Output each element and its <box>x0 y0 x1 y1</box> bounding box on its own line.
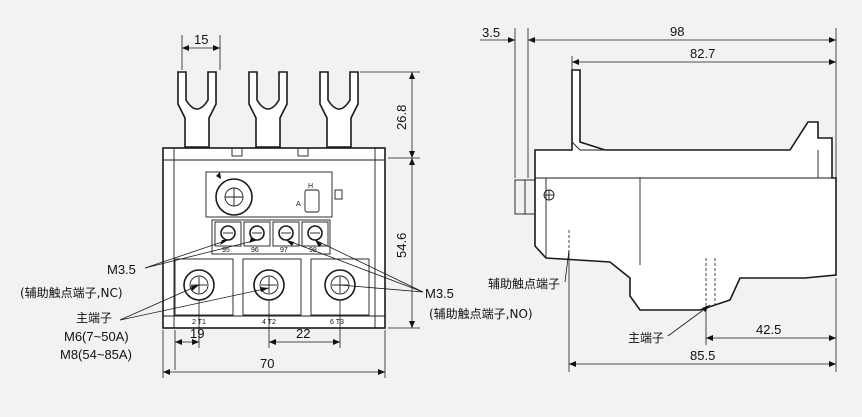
dim-terminal-height: 26.8 <box>394 105 409 130</box>
callout-m6: M6(7~50A) <box>64 329 129 344</box>
fork-terminal-2 <box>248 71 288 148</box>
callout-m8: M8(54~85A) <box>60 347 132 362</box>
relay-housing-front <box>162 147 386 329</box>
aux-label-96: 96 <box>251 247 259 254</box>
dim-total-depth: 98 <box>670 24 684 39</box>
aux-label-95: 95 <box>222 247 230 254</box>
callout-m35-no-line1: M3.5 <box>425 286 454 301</box>
reset-button <box>304 189 320 213</box>
front-view: H A 95 96 97 98 <box>20 32 533 378</box>
fork-terminal-3 <box>319 71 359 148</box>
callout-aux-terminal-side: 辅助触点端子 <box>488 277 560 291</box>
terminal-label-t3: 6 T3 <box>330 319 344 326</box>
knob-label-h: H <box>308 183 313 190</box>
side-view: 3.5 98 82.7 42.5 85.5 辅助触点端子 主端子 <box>480 24 837 372</box>
dim-total-width: 70 <box>260 356 274 371</box>
dim-bottom-depth: 85.5 <box>690 348 715 363</box>
callout-main-terminal-front: 主端子 <box>76 311 112 325</box>
knob-label-a: A <box>296 201 301 208</box>
relay-housing-side <box>534 69 837 311</box>
aux-label-97: 97 <box>280 247 288 254</box>
dim-offset: 3.5 <box>482 25 500 40</box>
callout-main-terminal-side: 主端子 <box>628 331 664 345</box>
adjustment-dial <box>215 178 253 216</box>
dim-pitch-left: 19 <box>190 326 204 341</box>
dim-inner-depth: 82.7 <box>690 46 715 61</box>
dim-top-width: 15 <box>194 32 208 47</box>
dim-bottom-offset: 42.5 <box>756 322 781 337</box>
callout-m35-nc-line2: (辅助触点端子,NC) <box>20 286 123 300</box>
callout-m35-no-line2: (辅助触点端子,NO) <box>429 307 533 321</box>
fork-terminal-1 <box>177 71 217 148</box>
dim-pitch-right: 22 <box>296 326 310 341</box>
callout-m35-nc-line1: M3.5 <box>107 262 136 277</box>
dim-body-height: 54.6 <box>394 233 409 258</box>
